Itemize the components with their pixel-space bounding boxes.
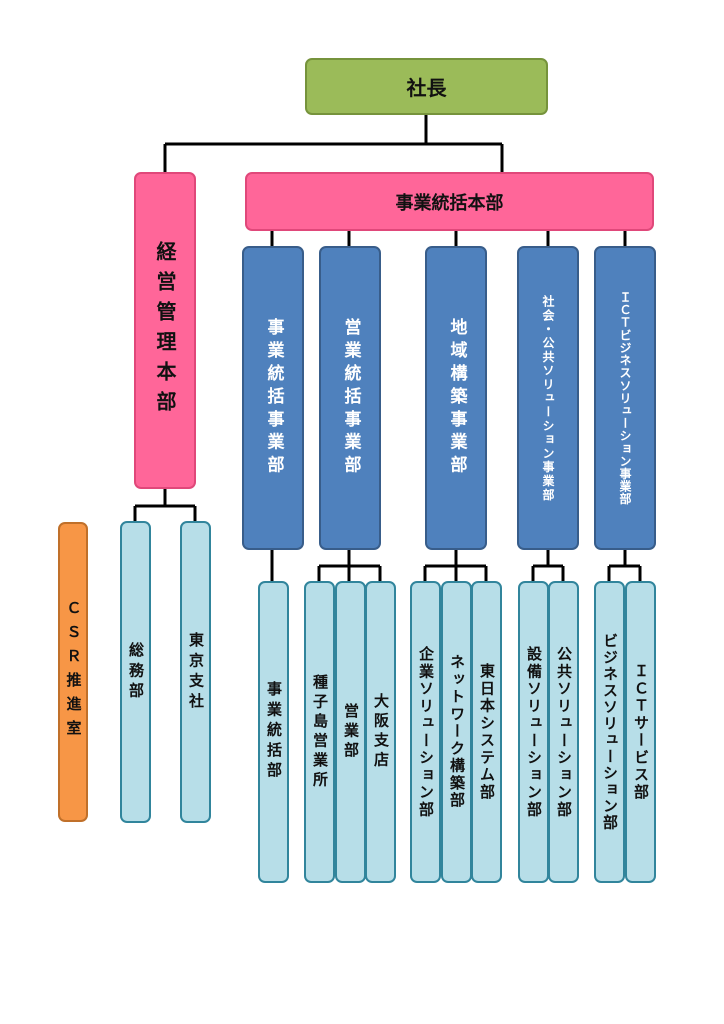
dept-tokyo-branch: 東京支社: [180, 521, 211, 823]
division-public: 社会・公共ソリューション事業部: [517, 246, 579, 550]
dept-network: ネットワーク構築部: [441, 581, 472, 883]
division-sales: 営業統括事業部: [319, 246, 381, 550]
dept-ict-service: ＩＣＴサービス部: [625, 581, 656, 883]
division-business-supervision: 事業統括事業部: [242, 246, 304, 550]
division-ict: ＩＣＴビジネスソリューション事業部: [594, 246, 656, 550]
dept-equipment: 設備ソリューション部: [518, 581, 549, 883]
dept-tanegashima: 種子島営業所: [304, 581, 335, 883]
dept-east-japan: 東日本システム部: [471, 581, 502, 883]
csr-office: ＣＳＲ推進室: [58, 522, 88, 822]
president-box: 社長: [305, 58, 548, 115]
dept-osaka: 大阪支店: [365, 581, 396, 883]
dept-public: 公共ソリューション部: [548, 581, 579, 883]
division-regional: 地域構築事業部: [425, 246, 487, 550]
dept-general-affairs: 総務部: [120, 521, 151, 823]
management-hq-box: 経営管理本部: [134, 172, 196, 489]
dept-sales: 営業部: [335, 581, 366, 883]
dept-business-solution: ビジネスソリューション部: [594, 581, 625, 883]
dept-business-supervision: 事業統括部: [258, 581, 289, 883]
business-hq-box: 事業統括本部: [245, 172, 654, 231]
dept-enterprise: 企業ソリューション部: [410, 581, 441, 883]
